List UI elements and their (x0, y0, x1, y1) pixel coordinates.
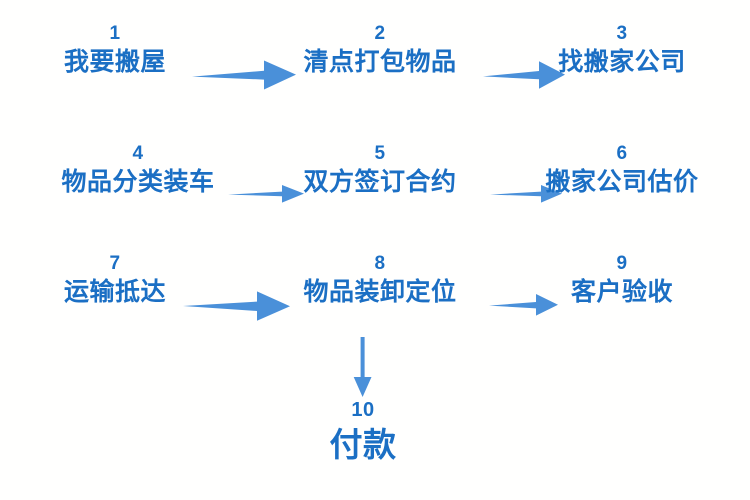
step-label-3: 找搬家公司 (558, 47, 686, 76)
arrow-2-to-3-icon (483, 59, 565, 91)
step-number-5: 5 (374, 143, 386, 164)
step-label-2: 清点打包物品 (303, 47, 457, 76)
step-label-5: 双方签订合约 (303, 167, 457, 196)
step-number-10: 10 (351, 399, 375, 421)
step-label-8: 物品装卸定位 (303, 277, 457, 306)
arrow-1-to-2-icon (192, 58, 296, 92)
step-number-4: 4 (132, 143, 144, 164)
step-label-7: 运输抵达 (63, 277, 167, 306)
step-number-7: 7 (109, 253, 121, 274)
arrow-5-to-6-icon (490, 183, 562, 205)
step-node-10[interactable]: 10 付款 (330, 400, 397, 464)
arrow-7-to-8-icon (183, 289, 290, 323)
step-number-6: 6 (616, 143, 628, 164)
step-number-3: 3 (616, 23, 628, 44)
step-label-6: 搬家公司估价 (545, 167, 699, 196)
step-node-3[interactable]: 3 找搬家公司 (558, 24, 686, 77)
step-label-4: 物品分类装车 (61, 167, 215, 196)
step-number-2: 2 (374, 23, 386, 44)
step-label-1: 我要搬屋 (63, 47, 167, 76)
arrow-4-to-5-icon (228, 183, 304, 205)
step-node-7[interactable]: 7 运输抵达 (64, 254, 166, 307)
step-number-1: 1 (109, 23, 121, 44)
step-node-9[interactable]: 9 客户验收 (571, 254, 673, 307)
arrow-8-to-10-icon (350, 337, 376, 397)
arrow-8-to-9-icon (489, 292, 558, 318)
step-node-5[interactable]: 5 双方签订合约 (303, 144, 456, 197)
step-node-1[interactable]: 1 我要搬屋 (64, 24, 166, 77)
step-node-2[interactable]: 2 清点打包物品 (303, 24, 456, 77)
step-node-8[interactable]: 8 物品装卸定位 (303, 254, 456, 307)
step-node-4[interactable]: 4 物品分类装车 (61, 144, 214, 197)
step-label-10: 付款 (329, 426, 397, 463)
step-node-6[interactable]: 6 搬家公司估价 (545, 144, 698, 197)
step-number-9: 9 (616, 253, 628, 274)
step-number-8: 8 (374, 253, 386, 274)
step-label-9: 客户验收 (570, 277, 674, 306)
